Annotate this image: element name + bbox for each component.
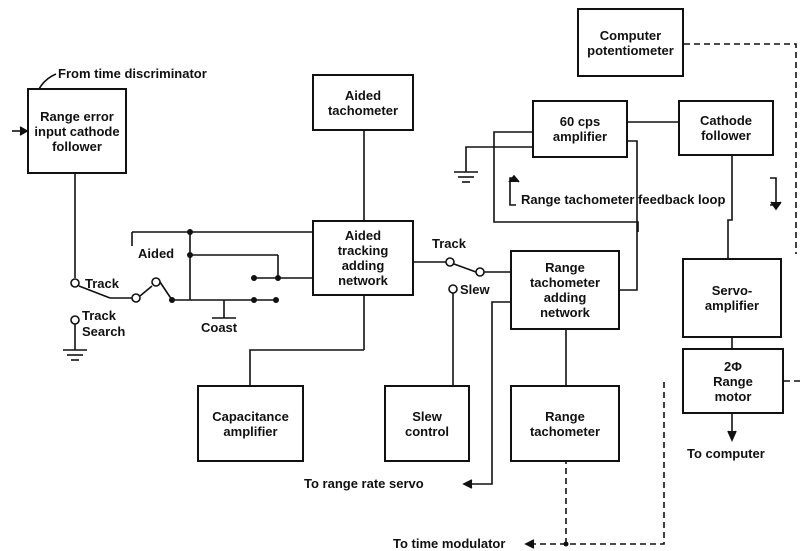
arrow-range-rate-servo: [462, 479, 473, 489]
search-label: Search: [82, 324, 126, 339]
wire-ground-60cps: [465, 146, 532, 172]
switch-dots: [169, 229, 281, 303]
aided-label: Aided: [138, 246, 175, 261]
range-error-cathode-follower-block: Range error input cathode follower: [27, 88, 127, 174]
aided-tracking-adding-network-block: Aided tracking adding network: [312, 220, 414, 296]
range-motor-block: 2Φ Range motor: [682, 348, 784, 414]
to-computer-label: To computer: [687, 446, 765, 461]
computer-potentiometer-block: Computer potentiometer: [577, 8, 684, 77]
60cps-amplifier-block: 60 cps amplifier: [532, 100, 628, 158]
capacitance-amplifier-block: Capacitance amplifier: [197, 385, 304, 462]
junction-dot: [563, 541, 569, 547]
feedback-loop-label: Range tachometer feedback loop: [521, 192, 726, 207]
track-right-label: Track: [432, 236, 466, 251]
servo-amplifier-block: Servo- amplifier: [682, 258, 782, 338]
to-time-modulator-label: To time modulator: [393, 536, 506, 551]
ground-60cps: [454, 171, 478, 183]
arrow-to-computer: [727, 430, 737, 442]
slew-control-block: Slew control: [384, 385, 470, 462]
dashed-linkages: [534, 43, 804, 545]
coast-label: Coast: [201, 320, 238, 335]
aided-tachometer-block: Aided tachometer: [312, 74, 414, 131]
feedback-loop-bracket: [508, 174, 782, 211]
wire-capacitance: [249, 349, 364, 385]
track-search-switch: [63, 277, 173, 361]
arrow-to-time-modulator: [524, 539, 535, 549]
range-tachometer-block: Range tachometer: [510, 385, 620, 462]
track-slew-switch: [414, 257, 510, 385]
cathode-follower-block: Cathode follower: [678, 100, 774, 156]
track-upper-label: Track: [85, 276, 119, 291]
range-tachometer-adding-network-block: Range tachometer adding network: [510, 250, 620, 330]
wire-to-range-rate-servo: [472, 301, 510, 485]
wire-loop-left: [493, 131, 639, 232]
slew-label: Slew: [460, 282, 490, 297]
from-time-discriminator-label: From time discriminator: [58, 66, 207, 81]
track-lower-label: Track: [82, 308, 116, 323]
wire-aided-bus: [131, 231, 314, 319]
wire-cathode-servo: [727, 156, 733, 258]
to-range-rate-servo-label: To range rate servo: [304, 476, 424, 491]
